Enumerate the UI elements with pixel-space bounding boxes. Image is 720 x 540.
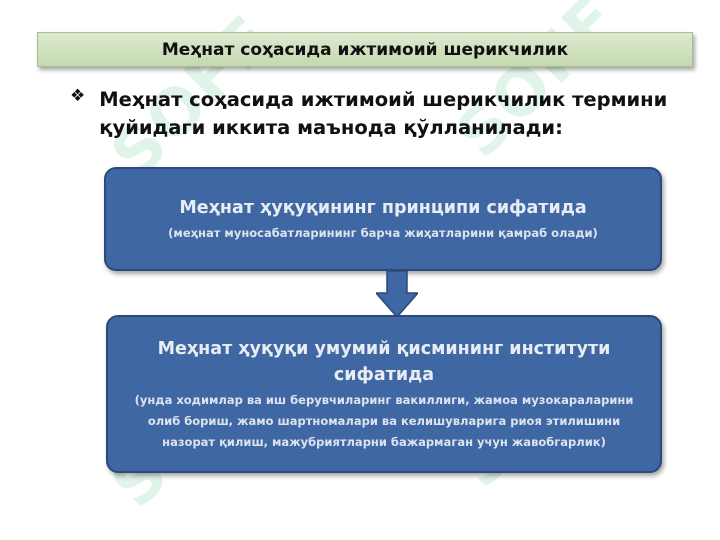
down-arrow-icon — [376, 271, 418, 317]
principle-subtitle: (меҳнат муносабатларининг барча жиҳатлар… — [168, 225, 598, 240]
diamond-bullet-icon: ❖ — [70, 86, 86, 106]
bullet-point: ❖ Меҳнат соҳасида ижтимоий шерикчилик те… — [70, 86, 700, 142]
principle-title: Меҳнат ҳуқуқининг принципи сифатида — [179, 197, 587, 218]
principle-box: Меҳнат ҳуқуқининг принципи сифатида (меҳ… — [104, 167, 662, 271]
institute-box: Меҳнат ҳуқуқи умумий қисмининг институти… — [106, 315, 662, 473]
institute-subtitle: (унда ходимлар ва иш берувчиларинг вакил… — [134, 392, 634, 449]
institute-title: Меҳнат ҳуқуқи умумий қисмининг институти… — [157, 338, 611, 385]
bullet-text: Меҳнат соҳасида ижтимоий шерикчилик терм… — [99, 88, 668, 139]
slide-title: Меҳнат соҳасида ижтимоий шерикчилик — [161, 39, 569, 60]
slide-title-bar: Меҳнат соҳасида ижтимоий шерикчилик — [37, 32, 693, 67]
